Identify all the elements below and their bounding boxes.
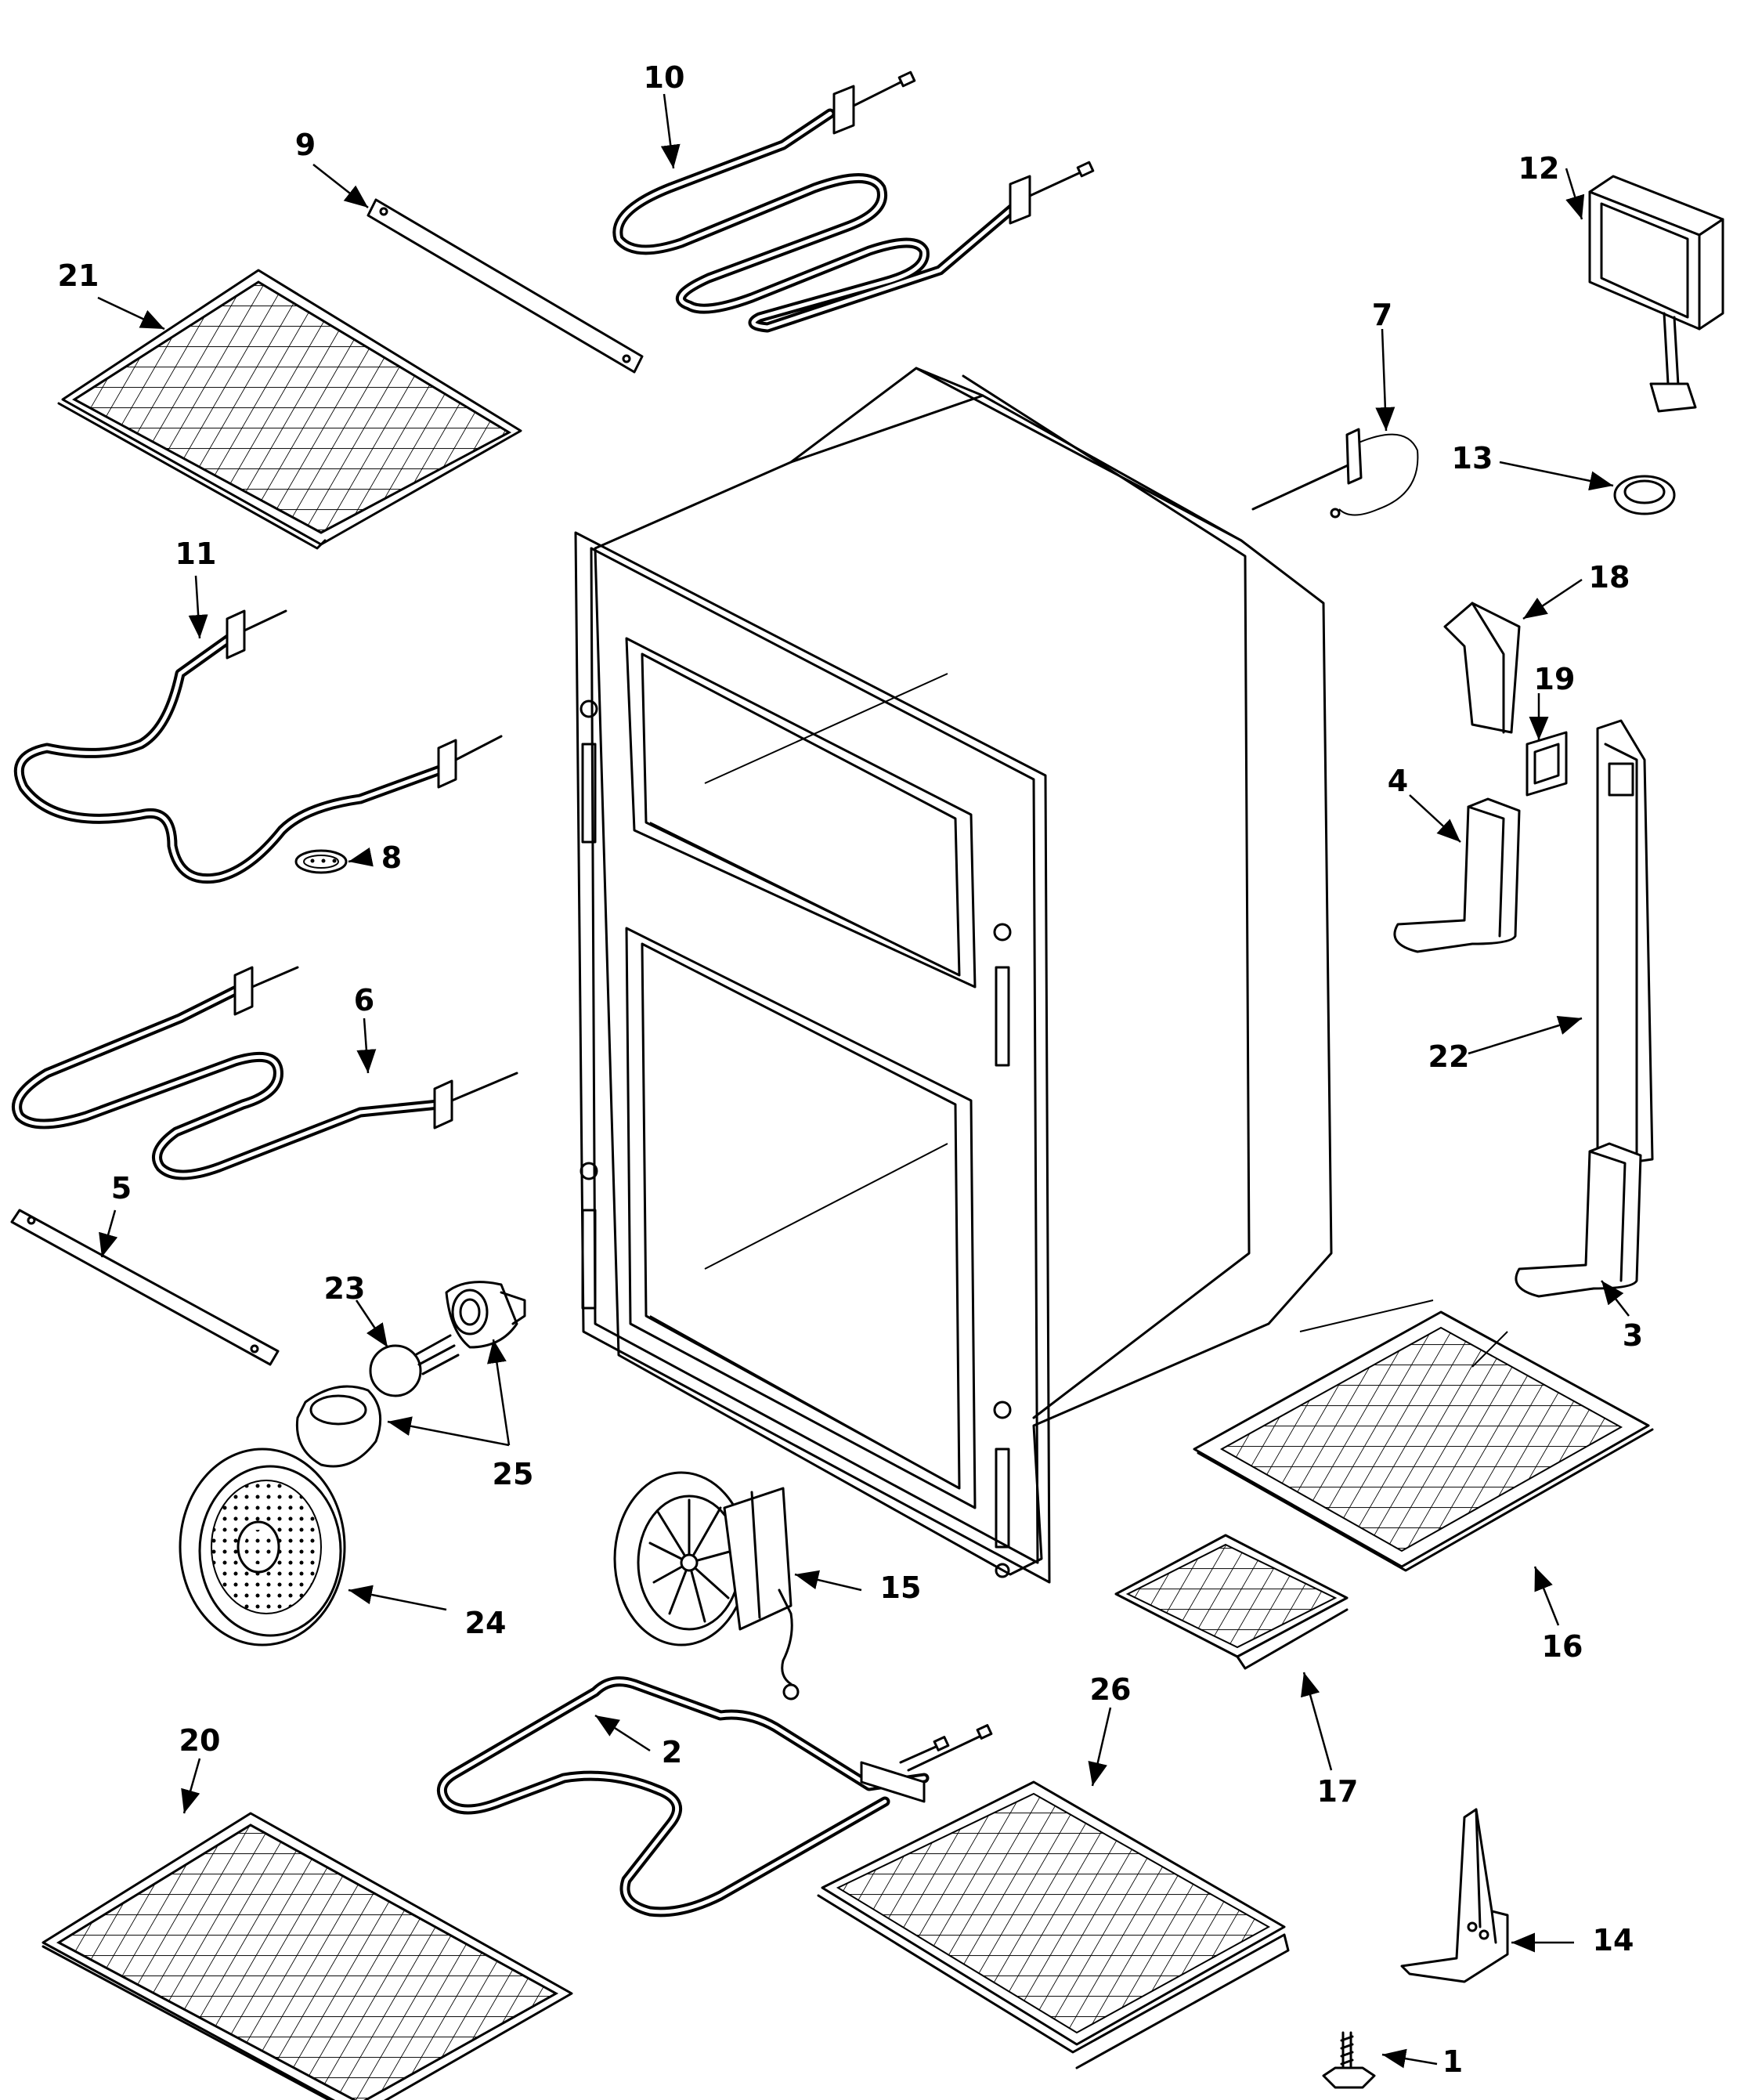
duct-4: [1393, 797, 1521, 953]
oven-cavity: [574, 367, 1333, 1584]
bracket-9: [366, 198, 644, 374]
insulation-18: [1443, 602, 1521, 734]
callout-labels: 10 9 21 12 7 13 18 11 8 19 4 22 6 5 23 3…: [58, 60, 1644, 2079]
sensor-7: [1251, 428, 1419, 519]
callout-1: 1: [1442, 2044, 1463, 2079]
callout-3: 3: [1623, 1318, 1643, 1353]
callout-14: 14: [1593, 1923, 1634, 1957]
callout-10: 10: [644, 60, 685, 95]
grommet-8: [294, 849, 348, 874]
element-coil-10: [612, 70, 1095, 333]
latch-12: [1588, 175, 1724, 413]
callout-22: 22: [1428, 1039, 1470, 1074]
callout-13: 13: [1452, 441, 1493, 475]
rack-21: [57, 269, 522, 550]
callout-24: 24: [465, 1606, 507, 1640]
callout-2: 2: [662, 1735, 682, 1769]
callout-17: 17: [1317, 1774, 1359, 1809]
duct-3: [1515, 1142, 1642, 1298]
fan-cover-24: [179, 1448, 346, 1646]
element-bake-2: [436, 1676, 993, 1917]
callout-7: 7: [1372, 298, 1392, 332]
callout-5: 5: [111, 1171, 132, 1205]
callout-6: 6: [354, 983, 374, 1017]
plug-13: [1613, 475, 1676, 515]
rack-17: [1114, 1534, 1349, 1670]
fan-motor-15: [613, 1471, 800, 1701]
callout-18: 18: [1589, 560, 1630, 595]
panel-22: [1596, 719, 1654, 1169]
callout-21: 21: [58, 258, 99, 293]
element-coil-6: [12, 966, 518, 1180]
callout-16: 16: [1542, 1629, 1583, 1664]
leveling-leg-1: [1322, 2031, 1376, 2089]
bracket-5: [10, 1209, 280, 1366]
callout-20: 20: [179, 1723, 221, 1758]
gasket-19: [1526, 731, 1568, 797]
rack-26: [817, 1780, 1290, 2069]
leader-lines: [97, 93, 1630, 2069]
callout-15: 15: [880, 1570, 922, 1605]
bracket-14: [1400, 1808, 1509, 1983]
callout-8: 8: [381, 840, 402, 875]
lamp-assembly: [295, 1281, 526, 1468]
tray-16: [1193, 1299, 1654, 1572]
callout-25: 25: [493, 1457, 534, 1491]
callout-4: 4: [1388, 764, 1408, 798]
callout-12: 12: [1518, 151, 1560, 186]
callout-19: 19: [1534, 662, 1576, 696]
callout-26: 26: [1090, 1672, 1132, 1707]
callout-23: 23: [324, 1271, 366, 1306]
rack-20: [42, 1812, 573, 2100]
callout-9: 9: [295, 128, 316, 162]
callout-11: 11: [175, 537, 217, 571]
element-bake-11: [13, 609, 503, 884]
